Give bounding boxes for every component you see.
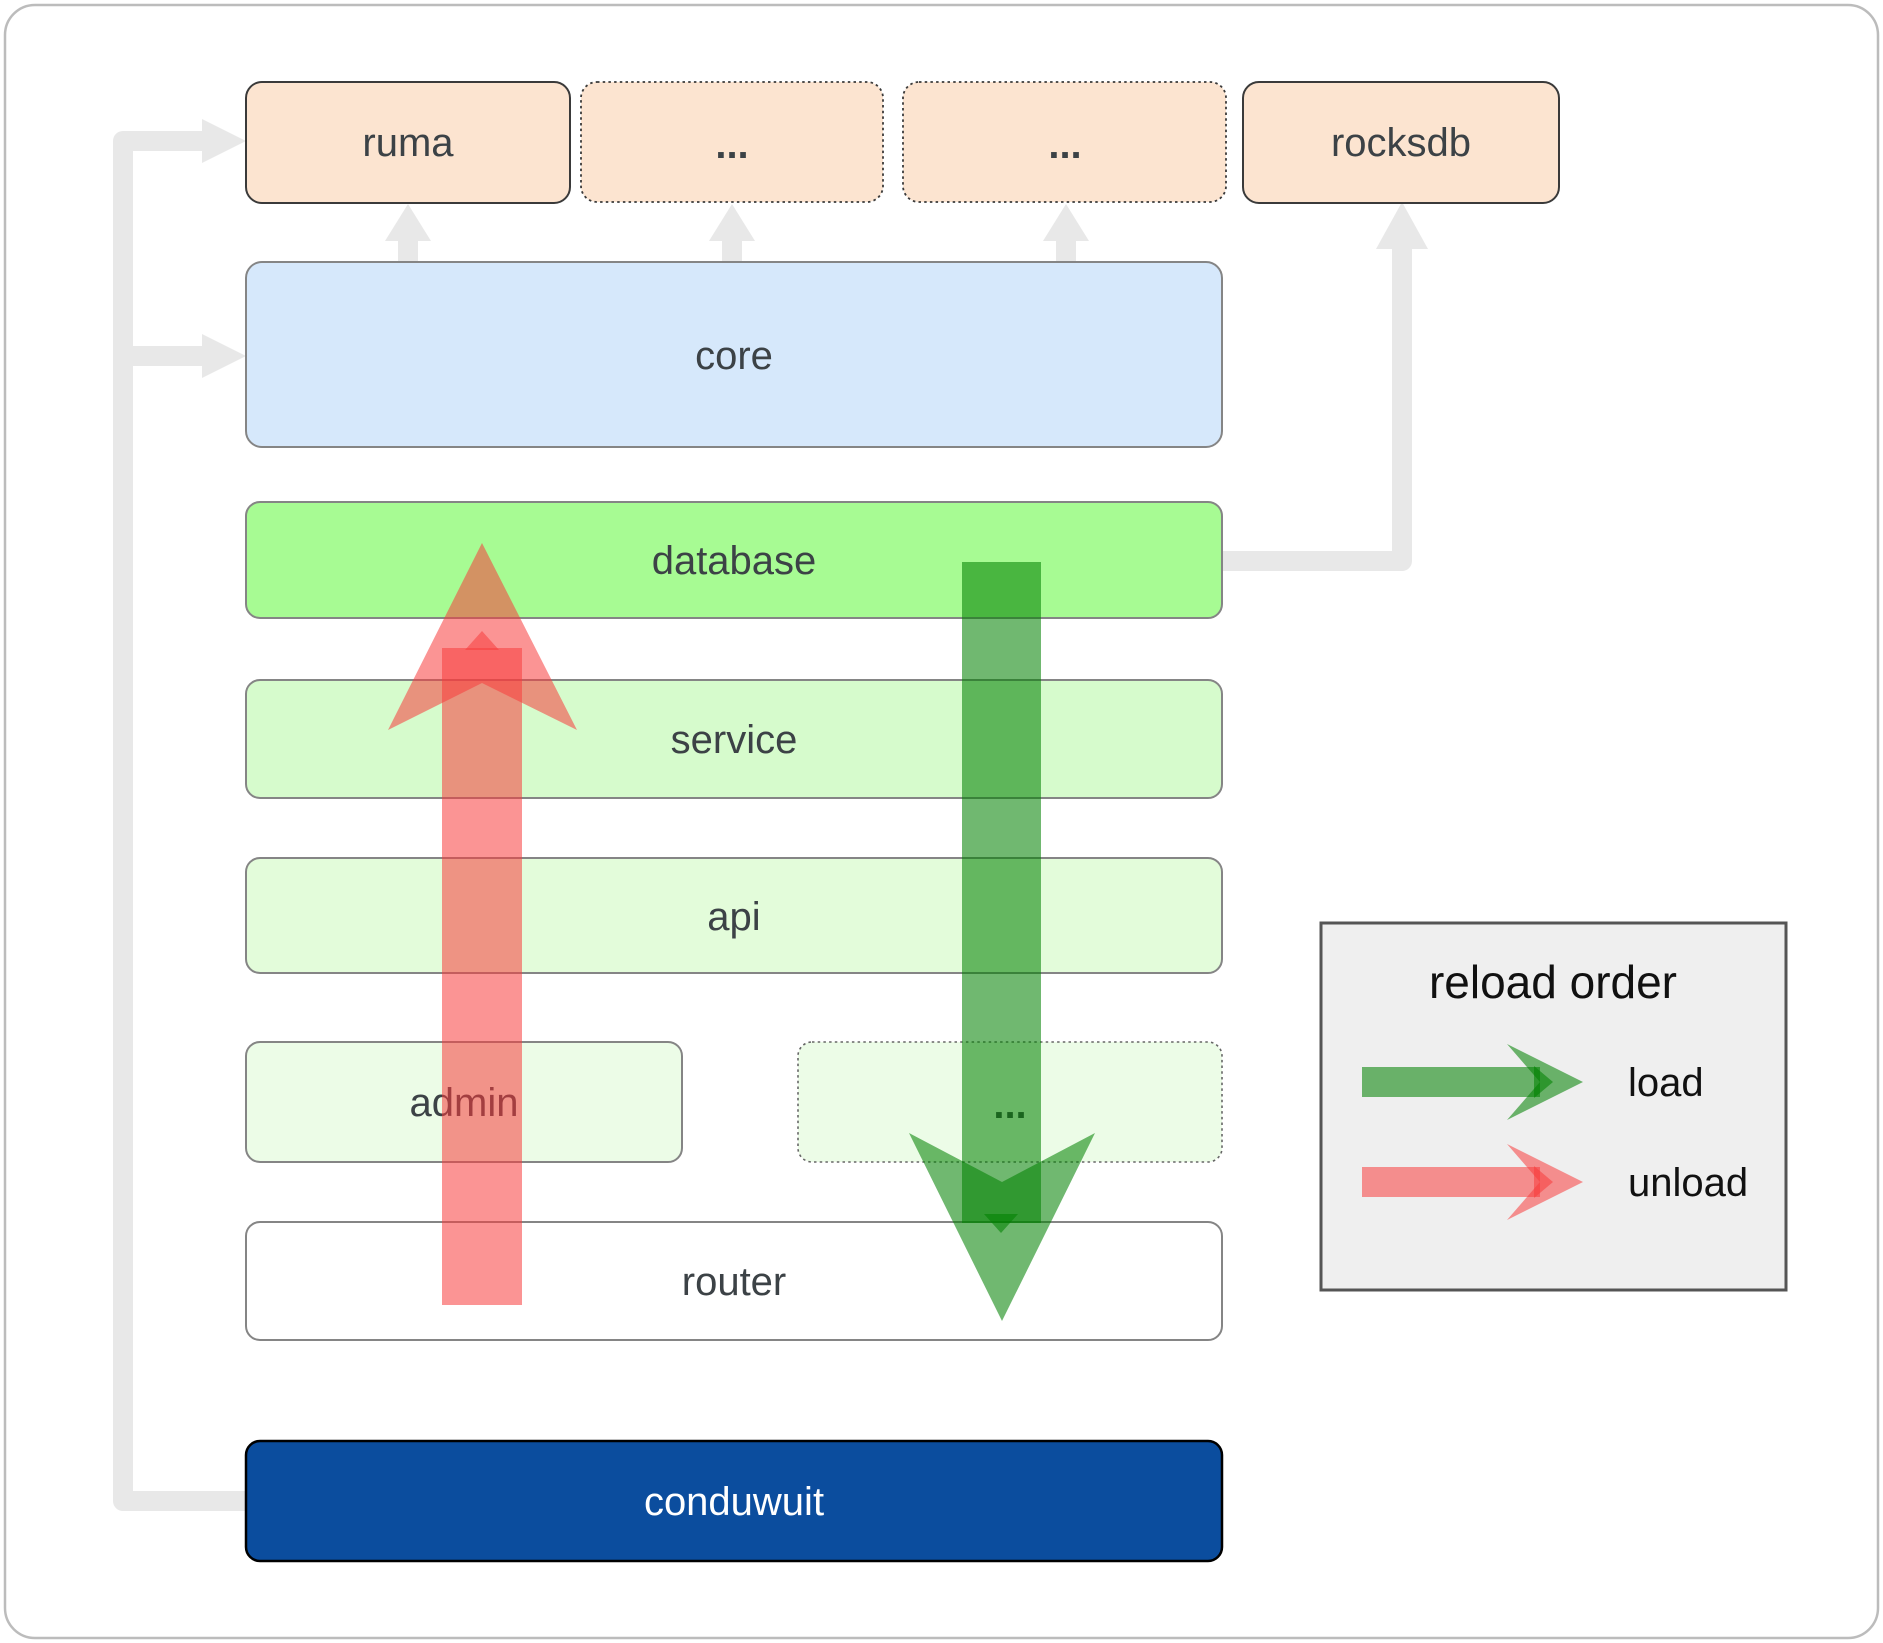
node-rocksdb xyxy=(1242,81,1560,204)
unload-arrow xyxy=(388,543,577,1305)
node-core xyxy=(245,261,1223,448)
unload-arrow-head-icon xyxy=(388,543,577,730)
legend-unload-arrow-icon xyxy=(1362,1144,1583,1220)
arrowhead-into-core-icon xyxy=(202,334,246,378)
node-ellipsis-2-label: ... xyxy=(1048,123,1081,167)
node-rocksdb-label: rocksdb xyxy=(1331,121,1471,165)
legend-box xyxy=(1319,921,1788,1292)
node-core-label: core xyxy=(695,334,773,378)
arrowhead-up-ellipsis1-icon xyxy=(709,204,755,241)
database-to-rocksdb-edge xyxy=(1222,247,1412,571)
gray-connectors xyxy=(113,119,1428,1511)
legend: reload order load unload xyxy=(1319,921,1788,1292)
legend-title: reload order xyxy=(1429,956,1677,1008)
arrowhead-up-ruma-icon xyxy=(385,204,431,241)
node-ellipsis-1-label: ... xyxy=(715,123,748,167)
node-service-label: service xyxy=(671,718,798,762)
node-ellipsis-1 xyxy=(580,81,884,203)
node-ellipsis-2 xyxy=(902,81,1227,203)
load-arrow-head-icon xyxy=(909,1133,1095,1321)
legend-load-shaft xyxy=(1362,1067,1540,1097)
legend-unload-label: unload xyxy=(1628,1161,1748,1205)
legend-unload-head-icon xyxy=(1507,1144,1583,1220)
legend-unload-shaft xyxy=(1362,1167,1540,1197)
conduwuit-to-ruma-edge xyxy=(113,131,248,1511)
load-arrow-shaft xyxy=(962,562,1041,1223)
arrowhead-into-rocksdb-icon xyxy=(1376,202,1428,249)
legend-load-label: load xyxy=(1628,1061,1704,1105)
node-ruma-label: ruma xyxy=(362,121,454,165)
node-conduwuit-label: conduwuit xyxy=(644,1480,824,1524)
nodes: ruma ... ... rocksdb core database servi… xyxy=(244,81,1560,1563)
node-database-label: database xyxy=(652,539,817,583)
legend-load-head-icon xyxy=(1507,1044,1583,1120)
load-arrow xyxy=(909,562,1095,1321)
diagram-frame xyxy=(3,3,1880,1640)
node-conduwuit xyxy=(244,1439,1224,1563)
node-router-label: router xyxy=(682,1260,787,1304)
arrowhead-into-ruma-icon xyxy=(202,119,246,163)
node-api-label: api xyxy=(707,895,760,939)
arrowhead-up-ellipsis2-icon xyxy=(1043,204,1089,241)
unload-arrow-shaft xyxy=(442,648,522,1305)
node-ruma xyxy=(245,81,571,204)
legend-load-arrow-icon xyxy=(1362,1044,1583,1120)
